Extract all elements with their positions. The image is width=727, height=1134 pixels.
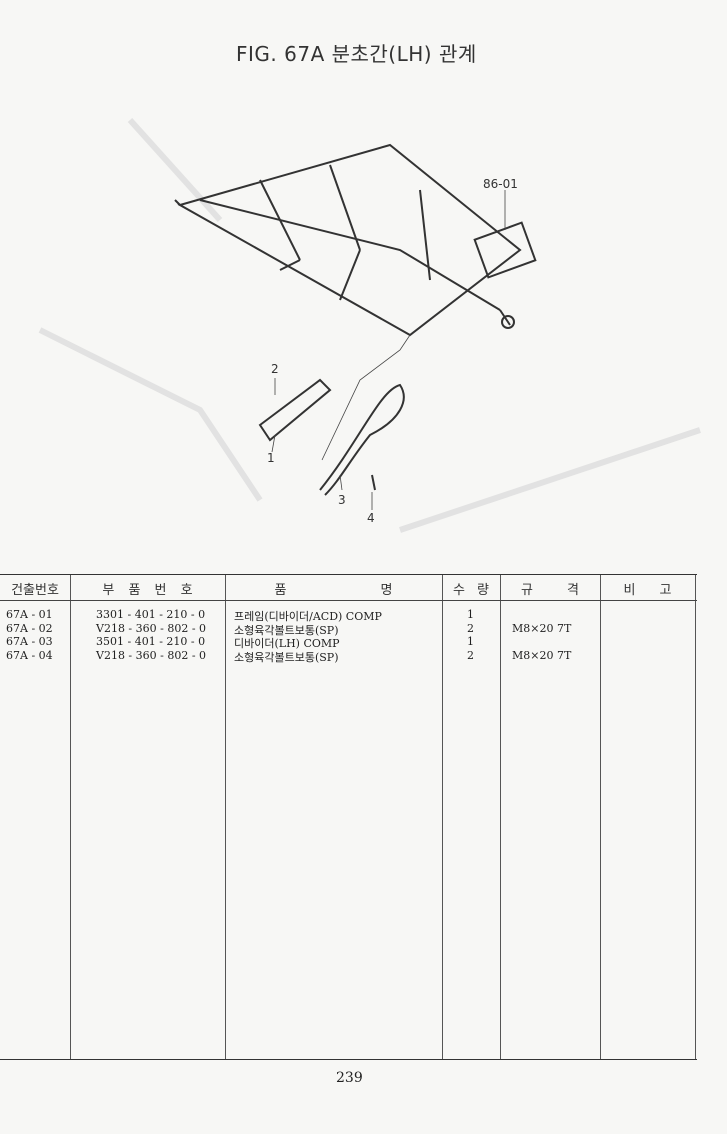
figure-title: FIG. 67A 분초간(LH) 관계 — [236, 42, 477, 66]
table-row: 67A - 04 V218 - 360 - 802 - 0 소형육각볼트보통(SP)… — [0, 648, 697, 664]
cell-spec: M8×20 7T — [512, 648, 572, 662]
cell-part-name: 프레임(디바이더/ACD) COMP — [234, 610, 382, 623]
parts-diagram: 86-01 1 2 3 4 — [38, 117, 701, 533]
table-header: 건출번호 부 품 번 호 품 명 수 량 규 격 비 고 — [0, 575, 697, 601]
column-divider — [442, 575, 443, 1059]
faded-background-drawing — [38, 117, 701, 533]
header-remarks: 비 고 — [623, 583, 672, 598]
cell-quantity: 1 — [467, 608, 474, 621]
column-divider — [500, 575, 501, 1059]
column-divider — [600, 575, 601, 1059]
header-ref-no: 건출번호 — [11, 583, 59, 598]
callout-86-01: 86-01 — [483, 177, 518, 191]
cell-part-name: 소형육각볼트보통(SP) — [234, 623, 339, 637]
table-row: 67A - 01 3301 - 401 - 210 - 0 프레임(디바이더/ACD… — [0, 608, 697, 623]
cell-ref-no: 67A - 03 — [6, 635, 53, 648]
callout-4: 4 — [367, 511, 375, 525]
parts-table: 건출번호 부 품 번 호 품 명 수 량 규 격 비 고 67A - 01 330… — [0, 574, 697, 1060]
cell-ref-no: 67A - 01 — [6, 608, 53, 621]
header-part-no: 부 품 번 호 — [102, 583, 193, 598]
cell-spec: M8×20 7T — [512, 621, 572, 635]
cell-part-no: V218 - 360 - 802 - 0 — [96, 621, 207, 635]
cell-part-no: 3301 - 401 - 210 - 0 — [96, 608, 206, 621]
column-divider — [70, 575, 71, 1059]
callout-1: 1 — [267, 451, 275, 465]
cell-quantity: 1 — [467, 635, 474, 648]
cell-quantity: 2 — [467, 621, 474, 635]
cell-part-name: 디바이더(LH) COMP — [234, 637, 340, 650]
table-row: 67A - 02 V218 - 360 - 802 - 0 소형육각볼트보통(SP)… — [0, 621, 697, 637]
callout-2: 2 — [271, 362, 279, 376]
divider-drawing — [258, 378, 405, 496]
header-spec: 규 격 — [520, 583, 580, 598]
cell-part-no: 3501 - 401 - 210 - 0 — [96, 635, 206, 648]
column-divider — [695, 575, 696, 1059]
column-divider — [225, 575, 226, 1059]
cell-ref-no: 67A - 04 — [6, 648, 53, 662]
page-number: 239 — [336, 1070, 363, 1086]
cell-quantity: 2 — [467, 648, 474, 662]
cell-part-no: V218 - 360 - 802 - 0 — [96, 648, 207, 662]
table-row: 67A - 03 3501 - 401 - 210 - 0 디바이더(LH) COM… — [0, 635, 697, 650]
frame-assembly-drawing — [174, 143, 537, 337]
cell-ref-no: 67A - 02 — [6, 621, 53, 635]
callout-3: 3 — [338, 493, 346, 507]
header-part-name: 품 명 — [274, 583, 393, 598]
header-quantity: 수 량 — [452, 583, 490, 598]
cell-part-name: 소형육각볼트보통(SP) — [234, 650, 339, 664]
